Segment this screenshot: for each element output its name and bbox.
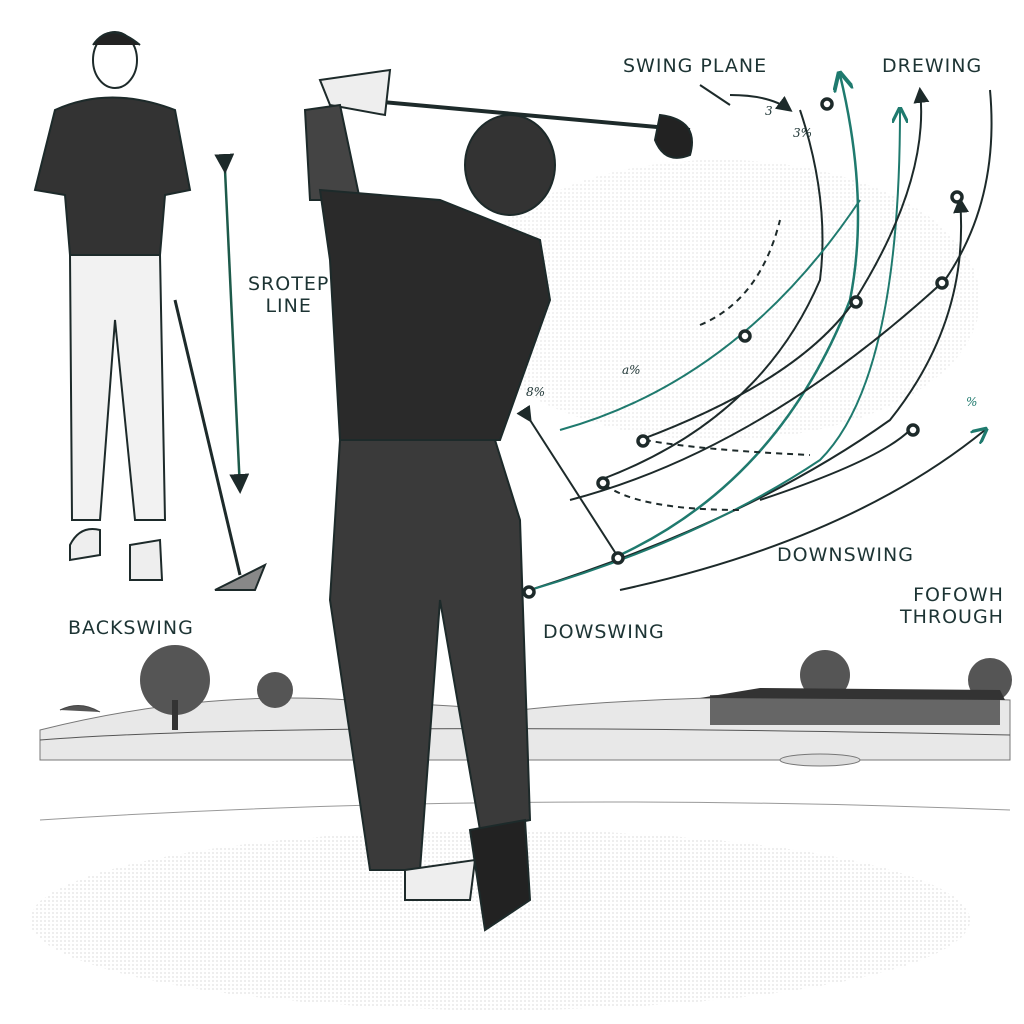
- swinging-golfer-figure: [303, 68, 693, 932]
- label-swing-plane: SWING PLANE: [623, 55, 768, 77]
- label-srotep-line: SROTEP LINE: [248, 273, 330, 317]
- label-drewing: DREWING: [882, 55, 983, 77]
- label-downswing: DOWNSWING: [777, 544, 914, 566]
- annotation: a%: [622, 363, 641, 377]
- sky-shading: [460, 160, 980, 440]
- label-backswing: BACKSWING: [68, 617, 194, 639]
- label-follow-through: FOFOWH THROUGH: [900, 584, 1004, 628]
- swing-checkpoint-markers: [522, 97, 964, 599]
- annotation: 8%: [526, 385, 546, 399]
- stance-line-arrow: [214, 153, 250, 494]
- label-dowswing: DOWSWING: [543, 621, 665, 643]
- annotation: 3%: [793, 126, 813, 140]
- swing-path-curves: [516, 75, 993, 591]
- annotation: 3: [765, 104, 773, 118]
- standing-golfer-figure: [33, 31, 267, 591]
- annotation: %: [966, 395, 978, 409]
